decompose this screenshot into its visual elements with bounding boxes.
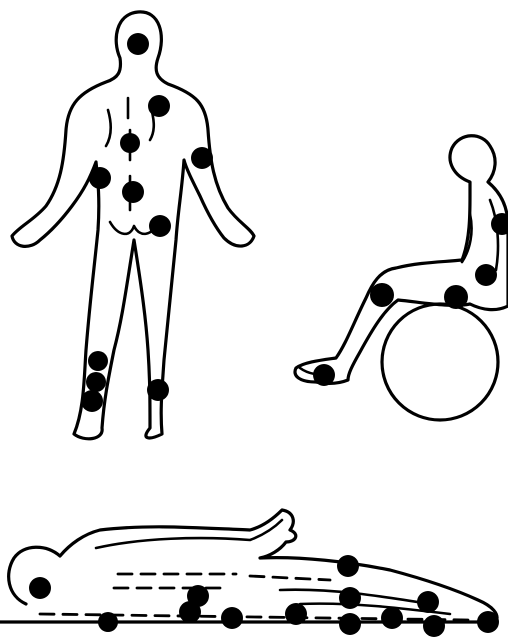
standing-figure (12, 12, 254, 439)
pressure-point-seated-heel (313, 364, 335, 386)
pressure-point-seated-ischium (444, 285, 468, 309)
pressure-point-sacrum (122, 181, 144, 203)
pressure-point-lying-hip (221, 607, 243, 629)
pressure-point-occiput (127, 33, 149, 55)
pressure-point-seated-shoulder (491, 213, 508, 235)
pressure-point-lying-knee-upper (337, 555, 359, 577)
pressure-point-lying-knee-mid (339, 587, 361, 609)
pressure-point-lying-hip-upper (187, 585, 209, 607)
pressure-point-right-hip (149, 215, 171, 237)
pressure-point-spine-upper (120, 133, 140, 153)
pressure-point-left-knee-lower (86, 372, 106, 392)
pressure-point-lying-thigh (285, 603, 307, 625)
seated-figure-outline (295, 136, 508, 384)
pressure-point-right-elbow (191, 147, 213, 169)
pressure-point-left-knee-upper (88, 351, 108, 371)
pressure-point-left-elbow (89, 167, 111, 189)
pressure-point-right-heel (147, 379, 169, 401)
pressure-point-seated-back (475, 264, 497, 286)
pressure-point-right-scapula (148, 95, 170, 117)
pressure-point-lying-shin (381, 607, 403, 629)
pressure-point-lying-ankle-upper (417, 591, 439, 613)
seated-figure (295, 136, 508, 420)
pressure-point-seated-thigh (370, 283, 394, 307)
pressure-point-lying-ear (29, 577, 51, 599)
lying-figure-dashed-line-3 (250, 576, 330, 580)
lying-figure (0, 510, 499, 637)
wheelchair-wheel (382, 304, 498, 420)
pressure-point-lying-ankle-lower (423, 615, 445, 637)
pressure-point-lying-heel (477, 611, 499, 633)
pressure-point-lying-knee-lower (339, 613, 361, 635)
lying-figure-arm (96, 520, 282, 548)
pressure-point-left-heel (81, 390, 103, 412)
pressure-point-lying-shoulder (98, 612, 118, 632)
